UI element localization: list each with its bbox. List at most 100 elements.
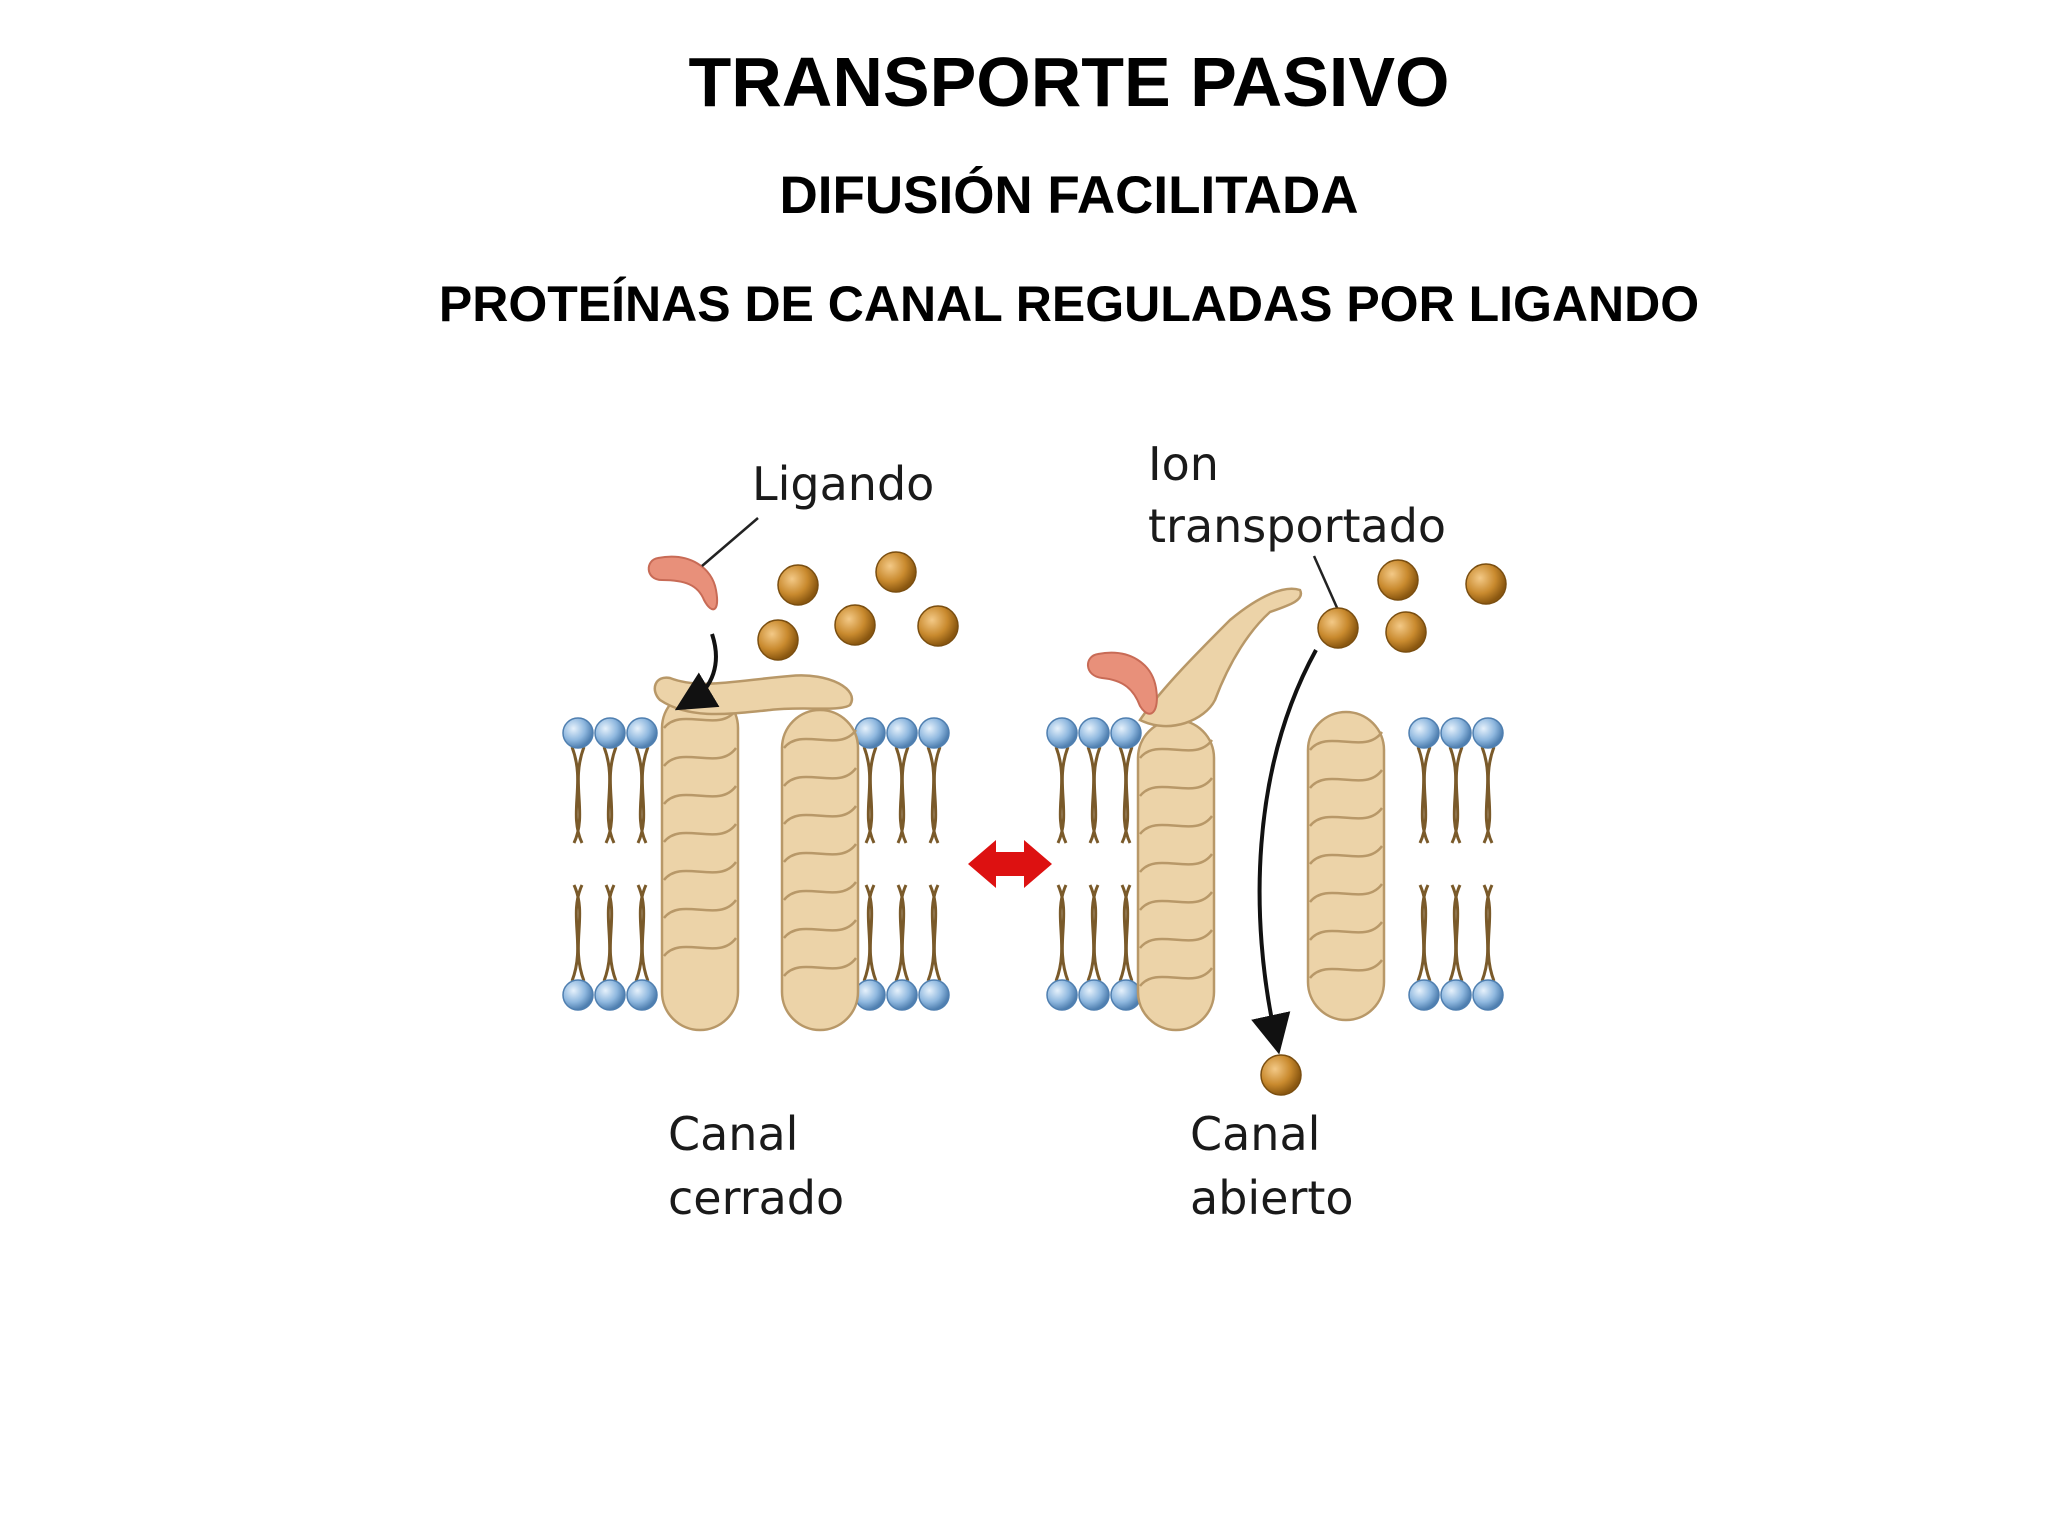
ions (757, 551, 1507, 1096)
helix-turn (663, 747, 738, 767)
section-heading: PROTEÍNAS DE CANAL REGULADAS POR LIGANDO (438, 276, 1700, 332)
ligand-label: Ligando (752, 457, 934, 511)
lipid-tail (572, 884, 586, 982)
lipid-tail (1120, 746, 1134, 844)
lipid-tail (1450, 884, 1464, 982)
closed-channel-label-line2: cerrado (668, 1171, 844, 1225)
lipid-tail (1088, 884, 1102, 982)
helix-turn (1139, 929, 1214, 949)
ion (875, 551, 917, 593)
helix-turn (783, 843, 858, 863)
ligand-leader-line (701, 517, 759, 567)
lipid-head (1440, 717, 1472, 749)
bound-ligand (1087, 651, 1158, 715)
lipid-head (1110, 717, 1142, 749)
ion (1317, 607, 1359, 649)
helix-turn (1309, 921, 1384, 941)
open-channel-label-line1: Canal (1190, 1107, 1320, 1161)
lipid-head (854, 717, 886, 749)
ion (777, 564, 819, 606)
channel-proteins (653, 587, 1386, 1032)
lipid-tail (604, 746, 618, 844)
lipid-tail (896, 884, 910, 982)
binding-arrow (674, 633, 720, 711)
lipid-tail (1450, 746, 1464, 844)
helix-turn (1309, 731, 1384, 751)
lipid-head (886, 979, 918, 1011)
lipid-head (1440, 979, 1472, 1011)
equilibrium-arrow (968, 840, 1052, 888)
lipid-head (918, 717, 950, 749)
helix-turn (1139, 891, 1214, 911)
lipid-head (854, 979, 886, 1011)
helix-turn (663, 861, 738, 881)
open-channel-label-line2: abierto (1190, 1171, 1354, 1225)
lipid-head (1408, 717, 1440, 749)
helix-body (1136, 718, 1216, 1032)
helix-body (780, 708, 860, 1032)
lipid-head (562, 717, 594, 749)
helix-turn (663, 785, 738, 805)
lipid-head (1472, 717, 1504, 749)
helix-turn (1309, 769, 1384, 789)
lipid-tail (1088, 746, 1102, 844)
lipid-tail (1482, 884, 1496, 982)
lipid-tail (604, 884, 618, 982)
helix-turn (783, 767, 858, 787)
lipid-tail (896, 746, 910, 844)
lipid-head (1408, 979, 1440, 1011)
helix-turn (1309, 807, 1384, 827)
helix-turn (783, 957, 858, 977)
helix-turn (783, 729, 858, 749)
helix-turn (1309, 959, 1384, 979)
ion (757, 619, 799, 661)
lipid-bilayer (562, 717, 1504, 1011)
helix-turn (1139, 967, 1214, 987)
lipid-head (1110, 979, 1142, 1011)
page-title: TRANSPORTE PASIVO (688, 43, 1450, 121)
lipid-head (594, 979, 626, 1011)
lipid-tail (1418, 746, 1432, 844)
helix-body (660, 688, 740, 1032)
ion-path-arrow (1251, 649, 1318, 1055)
lipid-head (918, 979, 950, 1011)
lipid-head (626, 717, 658, 749)
helix-turn (663, 709, 738, 729)
lipid-head (1046, 717, 1078, 749)
lipid-head (1046, 979, 1078, 1011)
lipid-head (1078, 717, 1110, 749)
ion-label-line2: transportado (1148, 499, 1446, 553)
lipid-head (1078, 979, 1110, 1011)
lipid-tail (928, 746, 942, 844)
lipid-tail (864, 884, 878, 982)
helix-turn (783, 881, 858, 901)
helix-turn (663, 823, 738, 843)
lipid-tail (636, 884, 650, 982)
lipid-head (886, 717, 918, 749)
ion-label-line1: Ion (1148, 437, 1219, 491)
lipid-tail (928, 884, 942, 982)
lipid-tail (1056, 884, 1070, 982)
helix-turn (1139, 815, 1214, 835)
helix-turn (783, 805, 858, 825)
helix-turn (1139, 777, 1214, 797)
helix-turn (663, 937, 738, 957)
ion (1385, 611, 1427, 653)
helix-turn (1309, 845, 1384, 865)
ion (917, 605, 959, 647)
open-helix-right (1306, 710, 1386, 1022)
helix-turn (1139, 739, 1214, 759)
helix-turn (783, 919, 858, 939)
closed-channel-label-line1: Canal (668, 1107, 798, 1161)
ion (834, 604, 876, 646)
closed-helix-right (780, 708, 860, 1032)
closed-helix-left (660, 688, 740, 1032)
helix-turn (1139, 853, 1214, 873)
ion (1260, 1054, 1302, 1096)
open-channel-arm (1138, 587, 1303, 728)
lipid-tail (1482, 746, 1496, 844)
helix-turn (1309, 883, 1384, 903)
lipid-head (594, 717, 626, 749)
helix-body (1306, 710, 1386, 1022)
